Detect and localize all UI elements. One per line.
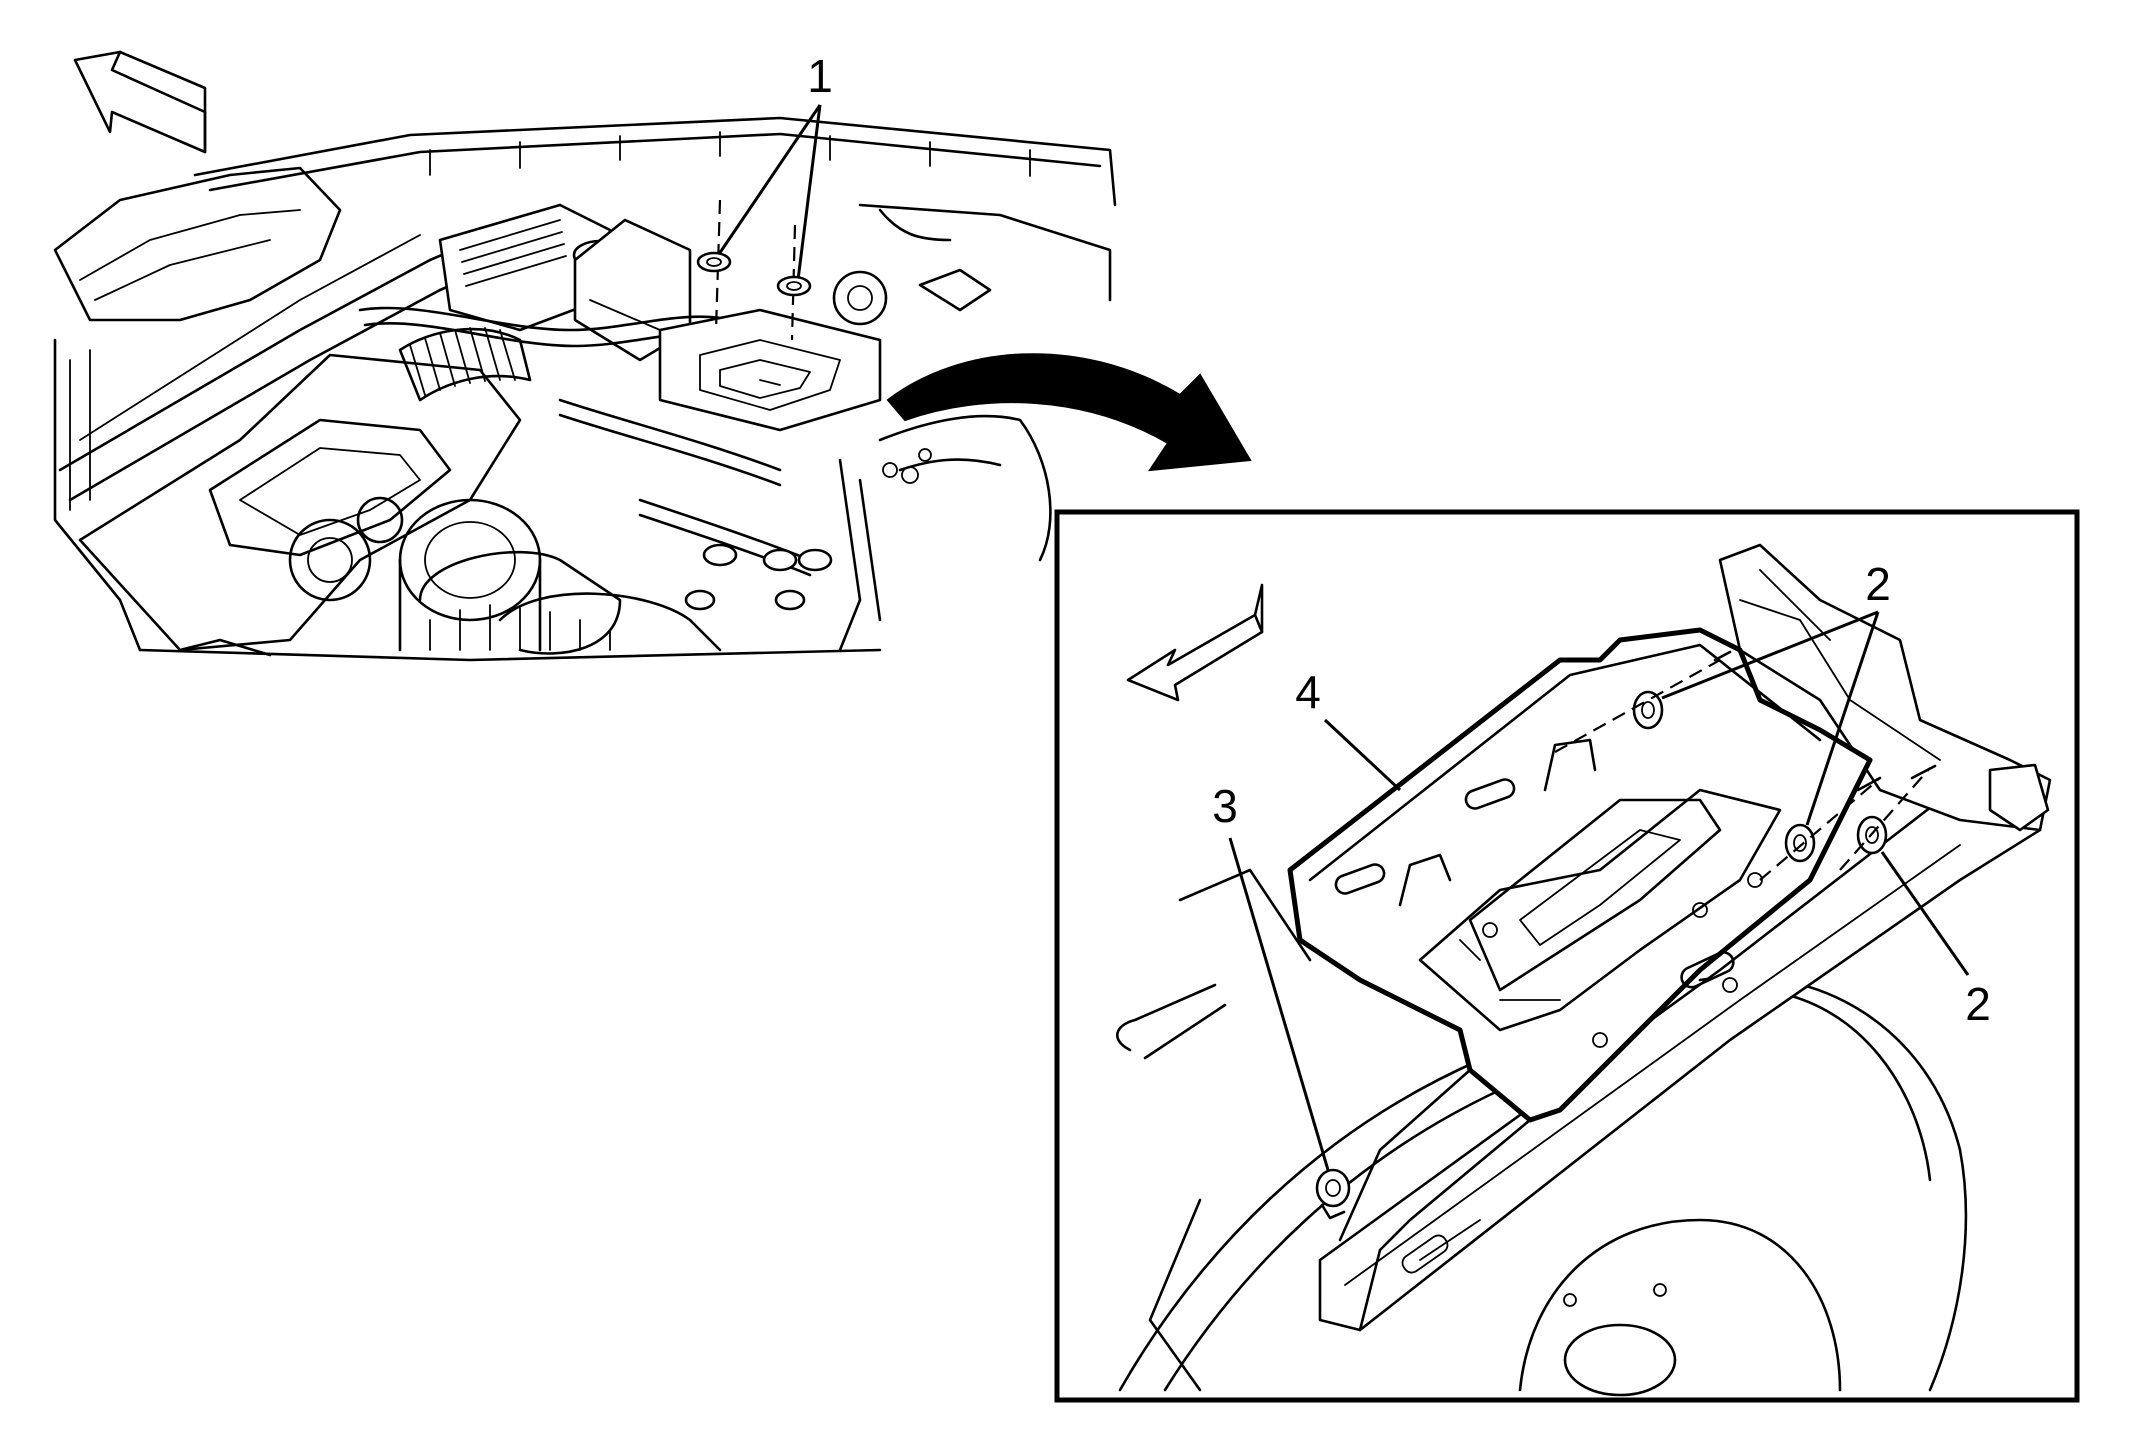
forward-direction-arrow-icon: [73, 50, 207, 154]
engine-compartment-view: 1: [53, 50, 1117, 662]
fastener-nut: [1632, 690, 1664, 730]
callout-2: 2: [1661, 558, 1891, 826]
callout-1: 1: [696, 50, 833, 341]
curved-arrow-icon: [886, 353, 1252, 472]
fastener-nut: [1784, 823, 1816, 863]
svg-text:4: 4: [1295, 666, 1321, 718]
detail-view: 2 2 3 4: [1054, 509, 2080, 1403]
retainer-nut: [696, 251, 732, 273]
forward-direction-arrow-icon: [1126, 583, 1264, 702]
svg-text:2: 2: [1965, 978, 1991, 1030]
battery-tray: [1287, 627, 1873, 1332]
svg-text:3: 3: [1212, 780, 1238, 832]
callout-2: 2: [1880, 851, 1991, 1030]
fastener-nut: [1315, 1168, 1351, 1220]
retainer-nut: [776, 275, 812, 297]
callout-3: 3: [1212, 780, 1330, 1171]
svg-text:2: 2: [1865, 558, 1891, 610]
callout-4: 4: [1295, 666, 1402, 792]
svg-text:1: 1: [807, 50, 833, 102]
